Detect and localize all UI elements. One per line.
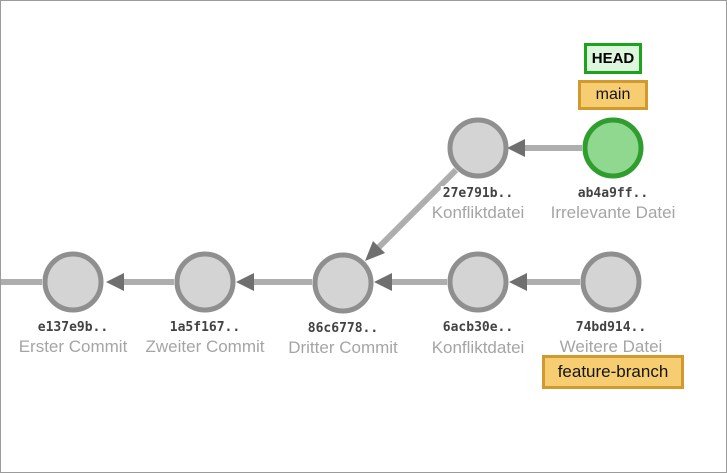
edge-6acb30e-to-86c6778-arrowhead-icon (374, 273, 392, 291)
commit-node-86c6778[interactable] (312, 252, 374, 314)
commit-hash-e137e9b: e137e9b.. (35, 320, 111, 336)
commit-message-e137e9b: Erster Commit (17, 337, 129, 357)
commit-node-ab4a9ff-head[interactable] (582, 117, 644, 179)
commit-hash-74bd914: 74bd914.. (573, 320, 649, 336)
commit-message-1a5f167: Zweiter Commit (144, 337, 266, 357)
commit-hash-1a5f167: 1a5f167.. (167, 320, 243, 336)
edge-ab4a9ff-to-27e791b-arrowhead-icon (507, 139, 525, 157)
commit-message-ab4a9ff: Irrelevante Datei (549, 203, 677, 223)
edge-27e791b-to-86c6778-arrowhead-icon (365, 241, 385, 261)
commit-message-27e791b: Konfliktdatei (430, 203, 526, 223)
commit-hash-86c6778: 86c6778.. (305, 321, 381, 337)
edge-27e791b-to-86c6778-shaft (376, 167, 459, 250)
edge-74bd914-to-6acb30e-arrowhead-icon (509, 273, 527, 291)
head-badge[interactable]: HEAD (584, 43, 642, 74)
commit-hash-27e791b: 27e791b.. (440, 186, 516, 202)
commit-message-6acb30e: Konfliktdatei (430, 338, 526, 358)
commit-nodes (42, 117, 644, 314)
branch-badge-feature-branch[interactable]: feature-branch (542, 355, 684, 389)
edge-1a5f167-to-e137e9b-arrowhead-icon (106, 273, 124, 291)
commit-edges (1, 139, 582, 291)
commit-hash-ab4a9ff: ab4a9ff.. (575, 186, 651, 202)
commit-message-74bd914: Weitere Datei (558, 337, 664, 357)
commit-node-6acb30e[interactable] (447, 251, 509, 313)
commit-node-74bd914[interactable] (580, 251, 642, 313)
commit-hash-6acb30e: 6acb30e.. (440, 320, 516, 336)
branch-badge-main[interactable]: main (578, 80, 648, 110)
commit-node-1a5f167[interactable] (174, 251, 236, 313)
commit-message-86c6778: Dritter Commit (287, 338, 399, 358)
commit-node-27e791b[interactable] (447, 117, 509, 179)
commit-node-e137e9b[interactable] (42, 251, 104, 313)
edge-86c6778-to-1a5f167-arrowhead-icon (236, 273, 254, 291)
